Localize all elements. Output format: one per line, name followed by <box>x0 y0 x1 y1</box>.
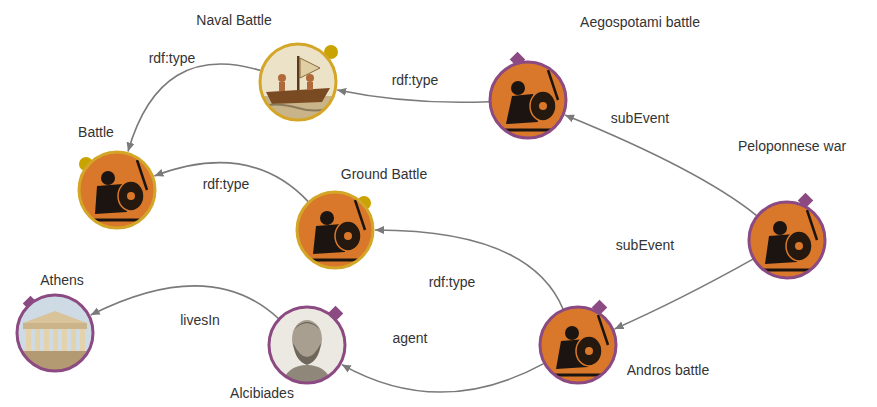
edge-label: rdf:type <box>390 72 441 88</box>
node-label: Battle <box>78 124 114 140</box>
relation-arrow <box>128 64 261 151</box>
node-label: Ground Battle <box>341 166 427 182</box>
node-label: Athens <box>40 272 84 288</box>
relation-arrow <box>375 230 563 309</box>
edge-label: subEvent <box>614 237 676 253</box>
entity-node: Aegospotami battle <box>488 60 568 140</box>
entity-picture <box>747 200 827 280</box>
entity-node: Peloponnese war <box>747 200 827 280</box>
relation-arrow <box>337 90 489 102</box>
edge-label: subEvent <box>609 110 671 126</box>
entity-picture <box>77 150 157 230</box>
relation-arrow <box>154 163 308 202</box>
entity-picture <box>538 305 618 385</box>
relation-arrow <box>342 364 544 392</box>
node-label: Alcibiades <box>230 385 294 401</box>
edge-label: rdf:type <box>147 50 198 66</box>
entity-node: Alcibiades <box>267 305 347 385</box>
entity-node: Athens <box>15 293 95 373</box>
node-label: Andros battle <box>627 362 710 378</box>
edge-label: rdf:type <box>201 176 252 192</box>
entity-picture <box>488 60 568 140</box>
node-label: Peloponnese war <box>738 138 846 154</box>
entity-picture <box>258 42 338 122</box>
edge-label: rdf:type <box>427 274 478 290</box>
entity-picture <box>267 305 347 385</box>
node-label: Naval Battle <box>196 12 271 28</box>
relation-arrow <box>615 259 753 329</box>
entity-node: Ground Battle <box>295 190 375 270</box>
entity-node: Andros battle <box>538 305 618 385</box>
entity-picture <box>295 190 375 270</box>
entity-node: Naval Battle <box>258 42 338 122</box>
node-label: Aegospotami battle <box>580 14 700 30</box>
entity-node: Battle <box>77 150 157 230</box>
edge-label: livesIn <box>178 312 222 328</box>
edge-label: agent <box>390 330 429 346</box>
relation-arrow <box>565 115 757 216</box>
entity-picture <box>15 293 95 373</box>
